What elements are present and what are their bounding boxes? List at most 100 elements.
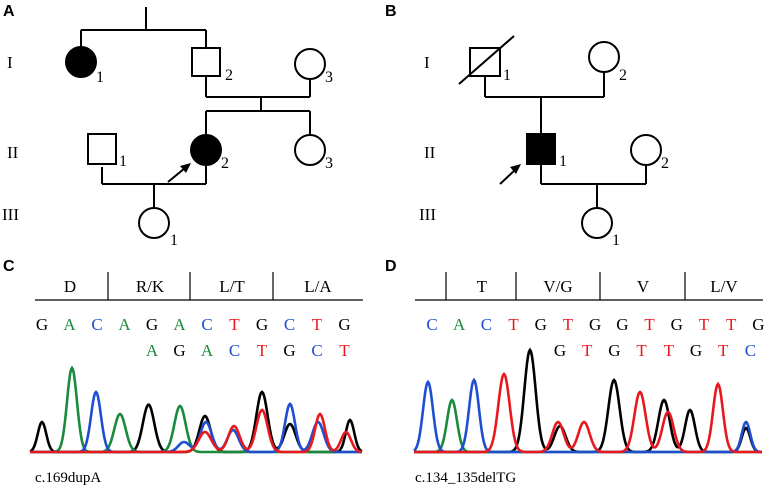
unaffected-female-symbol <box>138 207 170 239</box>
panel-c-letter: C <box>3 258 15 275</box>
panel-b-letter: B <box>385 3 397 20</box>
nucleotide-T: T <box>229 315 240 334</box>
unaffected-male-symbol <box>191 47 221 77</box>
nucleotide-A: A <box>146 341 159 360</box>
amino-acid-label: V/G <box>543 277 572 296</box>
panel-a-generation-3: III <box>2 205 19 224</box>
nucleotide-G: G <box>589 315 601 334</box>
panel-b-generation-2: II <box>424 143 436 162</box>
panel-b-individual-I-1: 1 <box>458 35 515 85</box>
nucleotide-G: G <box>146 315 158 334</box>
nucleotide-T: T <box>508 315 519 334</box>
panel-a-pedigree: A I II III 1 2 3 <box>2 3 333 249</box>
individual-number: 1 <box>503 67 511 84</box>
affected-female-symbol <box>65 46 97 78</box>
nucleotide-G: G <box>283 341 295 360</box>
amino-acid-label: R/K <box>136 277 165 296</box>
nucleotide-A: A <box>201 341 214 360</box>
individual-number: 2 <box>225 67 233 84</box>
panel-d-letter: D <box>385 258 397 275</box>
panel-b-individual-III-1: 1 <box>581 207 620 249</box>
individual-number: 1 <box>119 153 127 170</box>
proband-arrow-icon <box>167 163 191 183</box>
trace-T <box>30 408 363 454</box>
panel-a-letter: A <box>3 3 15 20</box>
nucleotide-T: T <box>582 341 593 360</box>
nucleotide-C: C <box>201 315 212 334</box>
individual-number: 1 <box>170 232 178 249</box>
nucleotide-G: G <box>256 315 268 334</box>
nucleotide-A: A <box>118 315 131 334</box>
panel-a-individual-I-2: 2 <box>191 47 233 84</box>
nucleotide-C: C <box>91 315 102 334</box>
unaffected-female-symbol <box>581 207 613 239</box>
panel-b-pedigree: B I II III 1 2 1 <box>385 3 669 249</box>
nucleotide-T: T <box>636 341 647 360</box>
mutation-label: c.134_135delTG <box>415 470 516 486</box>
unaffected-female-symbol <box>294 134 326 166</box>
panel-a-individual-III-1: 1 <box>138 207 178 249</box>
individual-number: 1 <box>612 232 620 249</box>
amino-acid-label: V <box>637 277 650 296</box>
unaffected-male-symbol <box>87 133 117 165</box>
nucleotide-T: T <box>257 341 268 360</box>
nucleotide-C: C <box>311 341 322 360</box>
individual-number: 2 <box>619 67 627 84</box>
panel-a-individual-I-1: 1 <box>65 46 104 86</box>
unaffected-female-symbol <box>630 134 662 166</box>
amino-acid-label: L/A <box>304 277 332 296</box>
nucleotide-G: G <box>690 341 702 360</box>
panel-b-generation-1: I <box>424 53 430 72</box>
panel-a-individual-II-1: 1 <box>87 133 127 170</box>
panel-a-generation-2: II <box>7 143 19 162</box>
individual-number: 1 <box>559 153 567 170</box>
panel-a-individual-I-3: 3 <box>294 48 333 86</box>
trace-T <box>414 371 762 454</box>
nucleotide-C: C <box>745 341 756 360</box>
nucleotide-G: G <box>535 315 547 334</box>
individual-number: 2 <box>661 155 669 172</box>
nucleotide-C: C <box>481 315 492 334</box>
nucleotide-T: T <box>563 315 574 334</box>
nucleotide-C: C <box>229 341 240 360</box>
nucleotide-G: G <box>671 315 683 334</box>
nucleotide-T: T <box>339 341 350 360</box>
panel-b-generation-3: III <box>419 205 436 224</box>
individual-number: 1 <box>96 69 104 86</box>
panel-b-individual-I-2: 2 <box>588 41 627 84</box>
amino-acid-label: D <box>64 277 76 296</box>
unaffected-female-symbol <box>588 41 620 73</box>
individual-number: 3 <box>325 69 333 86</box>
nucleotide-T: T <box>699 315 710 334</box>
nucleotide-T: T <box>644 315 655 334</box>
nucleotide-C: C <box>426 315 437 334</box>
mutation-label: c.169dupA <box>35 470 101 486</box>
nucleotide-A: A <box>63 315 76 334</box>
nucleotide-G: G <box>608 341 620 360</box>
amino-acid-label: L/T <box>219 277 245 296</box>
nucleotide-A: A <box>453 315 466 334</box>
deceased-slash <box>458 35 515 85</box>
chromatogram-traces <box>29 365 363 454</box>
affected-male-symbol <box>526 133 556 165</box>
nucleotide-G: G <box>338 315 350 334</box>
amino-acid-label: L/V <box>710 277 738 296</box>
amino-acid-label: T <box>477 277 488 296</box>
panel-b-individual-II-2: 2 <box>630 134 669 172</box>
nucleotide-T: T <box>726 315 737 334</box>
nucleotide-A: A <box>173 315 186 334</box>
nucleotide-G: G <box>173 341 185 360</box>
panel-a-generation-1: I <box>7 53 13 72</box>
individual-number: 3 <box>325 155 333 172</box>
individual-number: 2 <box>221 155 229 172</box>
nucleotide-T: T <box>312 315 323 334</box>
nucleotide-G: G <box>752 315 764 334</box>
panel-b-individual-II-1: 1 <box>499 133 567 185</box>
nucleotide-G: G <box>36 315 48 334</box>
